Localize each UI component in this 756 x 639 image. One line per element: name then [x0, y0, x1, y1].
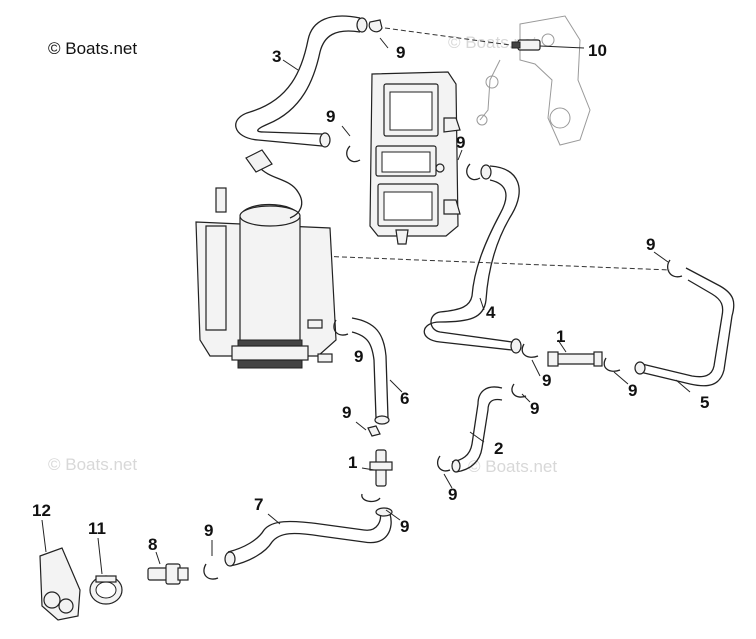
control-module	[369, 71, 461, 245]
callout-9-mid-c: 9	[530, 399, 539, 418]
callout-9-bottom: 9	[204, 521, 213, 540]
callout-9-upper-left: 9	[326, 107, 335, 126]
callout-9-lower: 9	[448, 485, 457, 504]
callout-9-hose7: 9	[400, 517, 409, 536]
callout-9-right: 9	[646, 235, 655, 254]
callout-10: 10	[588, 41, 607, 60]
callout-9-mid-b: 9	[628, 381, 637, 400]
callout-3: 3	[272, 47, 281, 66]
fitting-part-1-right	[547, 351, 603, 367]
sensor-part-10	[511, 39, 541, 51]
callout-9-top: 9	[396, 43, 405, 62]
callout-1-left: 1	[348, 453, 357, 472]
fitting-part-1-left	[369, 449, 393, 487]
hose-part-6	[351, 317, 389, 419]
dash-line-middle	[317, 255, 671, 271]
hose-part-4	[423, 165, 520, 351]
callout-4: 4	[486, 303, 496, 322]
callout-labels: 3 9 10 9 9 9 4 1 9 9 9 5 6 9 9 2 1 9 7 9…	[32, 41, 709, 554]
hose-part-7	[227, 511, 392, 567]
clamp-part-11	[89, 575, 123, 605]
leader-lines	[41, 37, 691, 575]
hose-part-3	[235, 15, 361, 147]
watermark-faint-right: © Boats.net	[468, 457, 557, 476]
callout-9-mid-a: 9	[542, 371, 551, 390]
watermark-main: © Boats.net	[48, 39, 137, 58]
hose-part-5	[639, 267, 735, 387]
callout-8: 8	[148, 535, 157, 554]
cap-part-12	[39, 547, 81, 621]
callout-2: 2	[494, 439, 503, 458]
callout-6: 6	[400, 389, 409, 408]
clamps-part-9	[203, 19, 683, 580]
callout-7: 7	[254, 495, 263, 514]
fitting-part-8	[147, 563, 189, 585]
callout-9-module: 9	[456, 133, 465, 152]
callout-5: 5	[700, 393, 709, 412]
watermark-faint-left: © Boats.net	[48, 455, 137, 474]
callout-1-right: 1	[556, 327, 565, 346]
callout-9-left-mid: 9	[342, 403, 351, 422]
callout-9-pump: 9	[354, 347, 363, 366]
vapor-separator-assembly	[195, 149, 337, 369]
callout-12: 12	[32, 501, 51, 520]
callout-11: 11	[88, 519, 106, 538]
ghost-bracket	[476, 15, 591, 146]
hose-part-2	[451, 386, 503, 473]
